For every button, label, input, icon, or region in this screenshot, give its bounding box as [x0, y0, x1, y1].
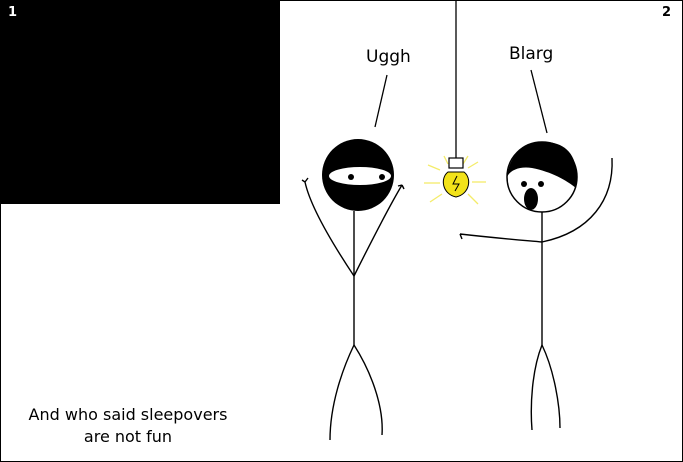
- panel-number-2: 2: [662, 5, 672, 20]
- panel-number-1: 1: [8, 5, 18, 20]
- speech-left: Uggh: [366, 47, 411, 67]
- speech-line-left: [374, 74, 388, 128]
- lightbulb-glow: [424, 155, 486, 205]
- ninja-mask-slit: [329, 167, 391, 185]
- caption: And who said sleepovers are not fun: [20, 404, 236, 448]
- ninja-figure: [301, 139, 405, 441]
- speech-line-right: [530, 69, 548, 134]
- caption-line-2: are not fun: [83, 427, 173, 446]
- caption-line-1: And who said sleepovers: [28, 405, 228, 424]
- speech-right: Blarg: [509, 44, 554, 64]
- dark-panel: [1, 1, 280, 204]
- stick-figure: [459, 141, 613, 431]
- lightbulb-icon: [442, 157, 470, 198]
